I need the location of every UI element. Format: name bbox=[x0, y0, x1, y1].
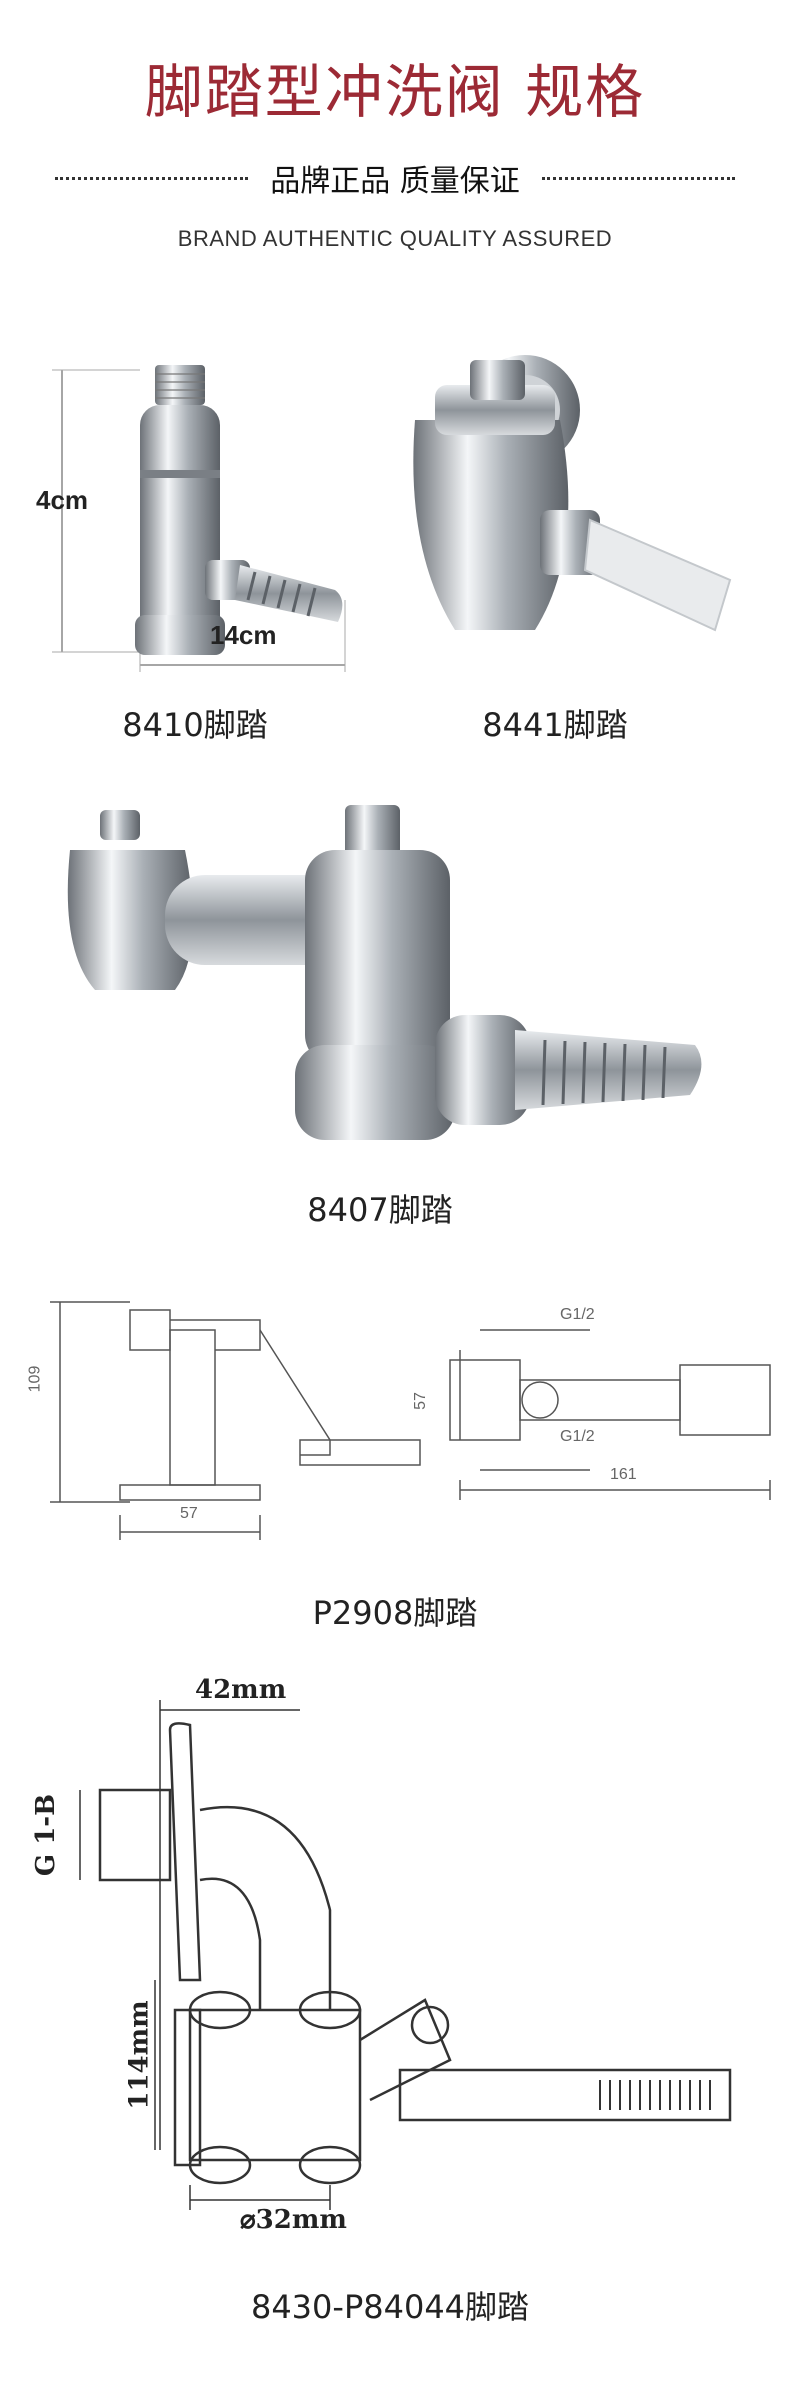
caption-8441: 8441脚踏 bbox=[482, 706, 628, 744]
caption-8430: 8430-P84044脚踏 bbox=[250, 2288, 530, 2326]
dotted-divider-right bbox=[541, 176, 736, 180]
dim-height-label: 4cm bbox=[36, 485, 89, 515]
dim-8430-top: 42mm bbox=[195, 1675, 287, 1705]
dim-p2908-base: 57 bbox=[180, 1505, 198, 1522]
caption-p2908: P2908脚踏 bbox=[312, 1594, 478, 1632]
dim-8430-height: 114mm bbox=[124, 2000, 155, 2110]
dim-p2908-thread-top: G1/2 bbox=[560, 1306, 595, 1323]
caption-8410: 8410脚踏 bbox=[122, 706, 268, 744]
page-title: 脚踏型冲洗阀 规格 bbox=[144, 58, 646, 126]
product-8430-drawing bbox=[79, 1700, 732, 2210]
subtitle-row: 品牌正品 质量保证 bbox=[55, 158, 736, 199]
product-8441-image bbox=[413, 355, 732, 632]
dotted-divider-left bbox=[55, 176, 249, 180]
dim-8430-thread: G 1-B bbox=[31, 1793, 62, 1877]
dim-width-label: 14cm bbox=[210, 620, 277, 650]
dim-p2908-length: 161 bbox=[610, 1466, 637, 1483]
dim-p2908-height: 109 bbox=[26, 1365, 44, 1393]
product-8407-image bbox=[67, 805, 702, 1140]
caption-8407: 8407脚踏 bbox=[307, 1191, 453, 1229]
product-p2908-drawing bbox=[50, 1301, 771, 1540]
subtitle: 品牌正品 质量保证 bbox=[270, 164, 520, 199]
dim-p2908-side-height: 57 bbox=[411, 1392, 429, 1410]
product-8410-image bbox=[52, 365, 346, 672]
dim-8430-diameter: ⌀32mm bbox=[240, 2205, 347, 2235]
subtitle-english: BRAND AUTHENTIC QUALITY ASSURED bbox=[177, 226, 613, 251]
dim-p2908-thread-bottom: G1/2 bbox=[560, 1428, 595, 1445]
